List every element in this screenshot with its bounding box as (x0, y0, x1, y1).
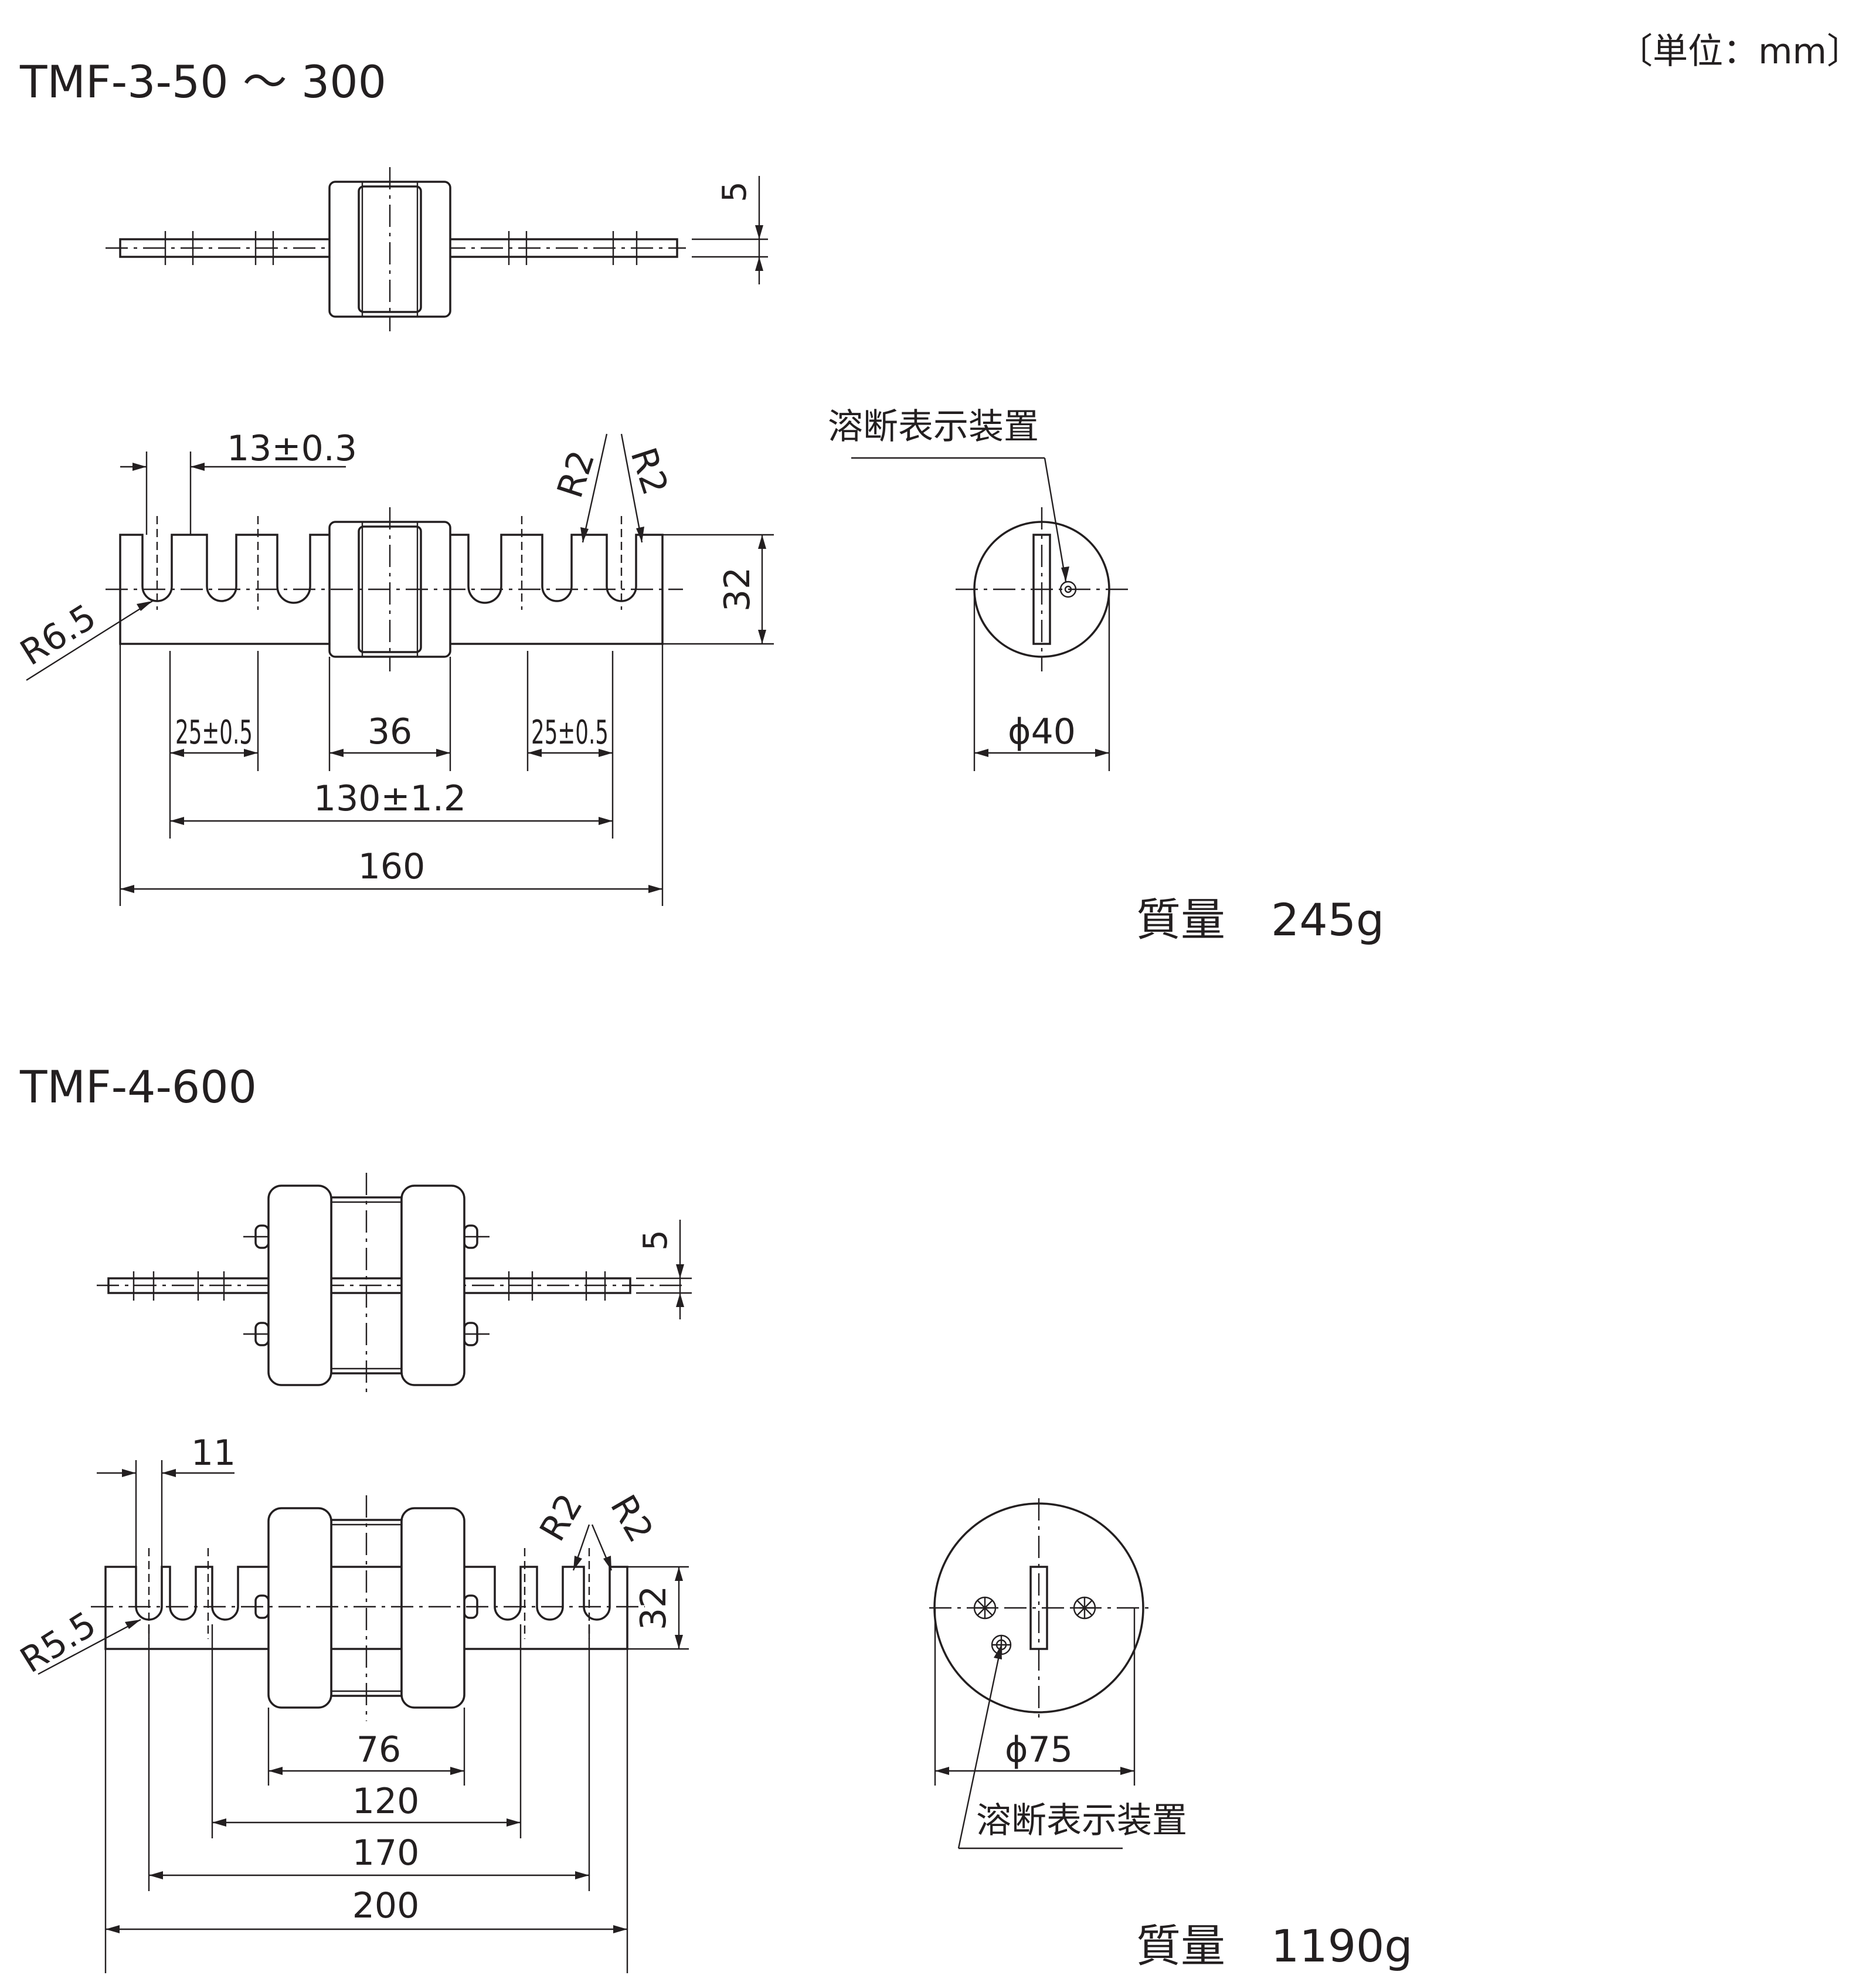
fuse-b-r2-left: R2 (532, 1487, 591, 1548)
fuse-b-dim-11: 11 (191, 1433, 236, 1474)
fuse-b-dim-170: 170 (352, 1832, 420, 1874)
fuse-a-dim-25-left: 25±0.5 (175, 714, 253, 752)
fuse-a-title: TMF-3-50 ～ 300 (19, 56, 386, 108)
fuse-b-dim-32: 32 (633, 1586, 674, 1630)
fuse-b-dimensions (38, 1460, 689, 1973)
fuse-b-indicator-label: 溶断表示装置 (976, 1800, 1187, 1841)
fuse-a-dim-130: 130±1.2 (314, 778, 466, 819)
fuse-a-dim-5: 5 (716, 181, 754, 202)
fuse-b-dim-5: 5 (637, 1230, 675, 1251)
fuse-a-dimensions (26, 433, 774, 906)
fuse-b-dim-200: 200 (352, 1885, 420, 1926)
fuse-a-front-view (106, 507, 683, 671)
fuse-a-r2-right: R2 (622, 443, 675, 500)
fuse-a-dim-160: 160 (358, 846, 426, 887)
fuse-a-mass-label: 質量 (1136, 894, 1225, 946)
fuse-a-diameter: ϕ40 (1008, 711, 1076, 752)
fuse-a-dim-25-right: 25±0.5 (531, 714, 609, 752)
fuse-b-dim-120: 120 (352, 1781, 420, 1822)
fuse-b-diameter: ϕ75 (1005, 1729, 1073, 1770)
fuse-b-mass-value: 1190g (1271, 1920, 1413, 1972)
fuse-b-mass-label: 質量 (1136, 1920, 1225, 1972)
fuse-a-end-view (851, 457, 1129, 771)
fuse-a-r65: R6.5 (13, 596, 103, 674)
fuse-b-dim-76: 76 (356, 1729, 401, 1770)
fuse-b-r2-right: R2 (602, 1488, 661, 1549)
fuse-a-indicator-label: 溶断表示装置 (828, 406, 1039, 447)
fuse-b-top-view (97, 1173, 692, 1396)
fuse-b-front-view (91, 1495, 645, 1721)
fuse-a-mass-value: 245g (1271, 894, 1384, 946)
fuse-a-r2-left: R2 (549, 446, 603, 503)
fuse-b-end-view (929, 1498, 1149, 1849)
fuse-b-r55: R5.5 (13, 1604, 103, 1681)
fuse-a-dim-36: 36 (368, 711, 412, 752)
fuse-a-dim-13: 13±0.3 (227, 428, 357, 469)
unit-note: 〔単位：mm〕 (1617, 31, 1862, 72)
fuse-a-dim-32: 32 (717, 567, 758, 612)
fuse-a-top-view (106, 167, 768, 331)
fuse-b-title: TMF-4-600 (19, 1061, 257, 1113)
